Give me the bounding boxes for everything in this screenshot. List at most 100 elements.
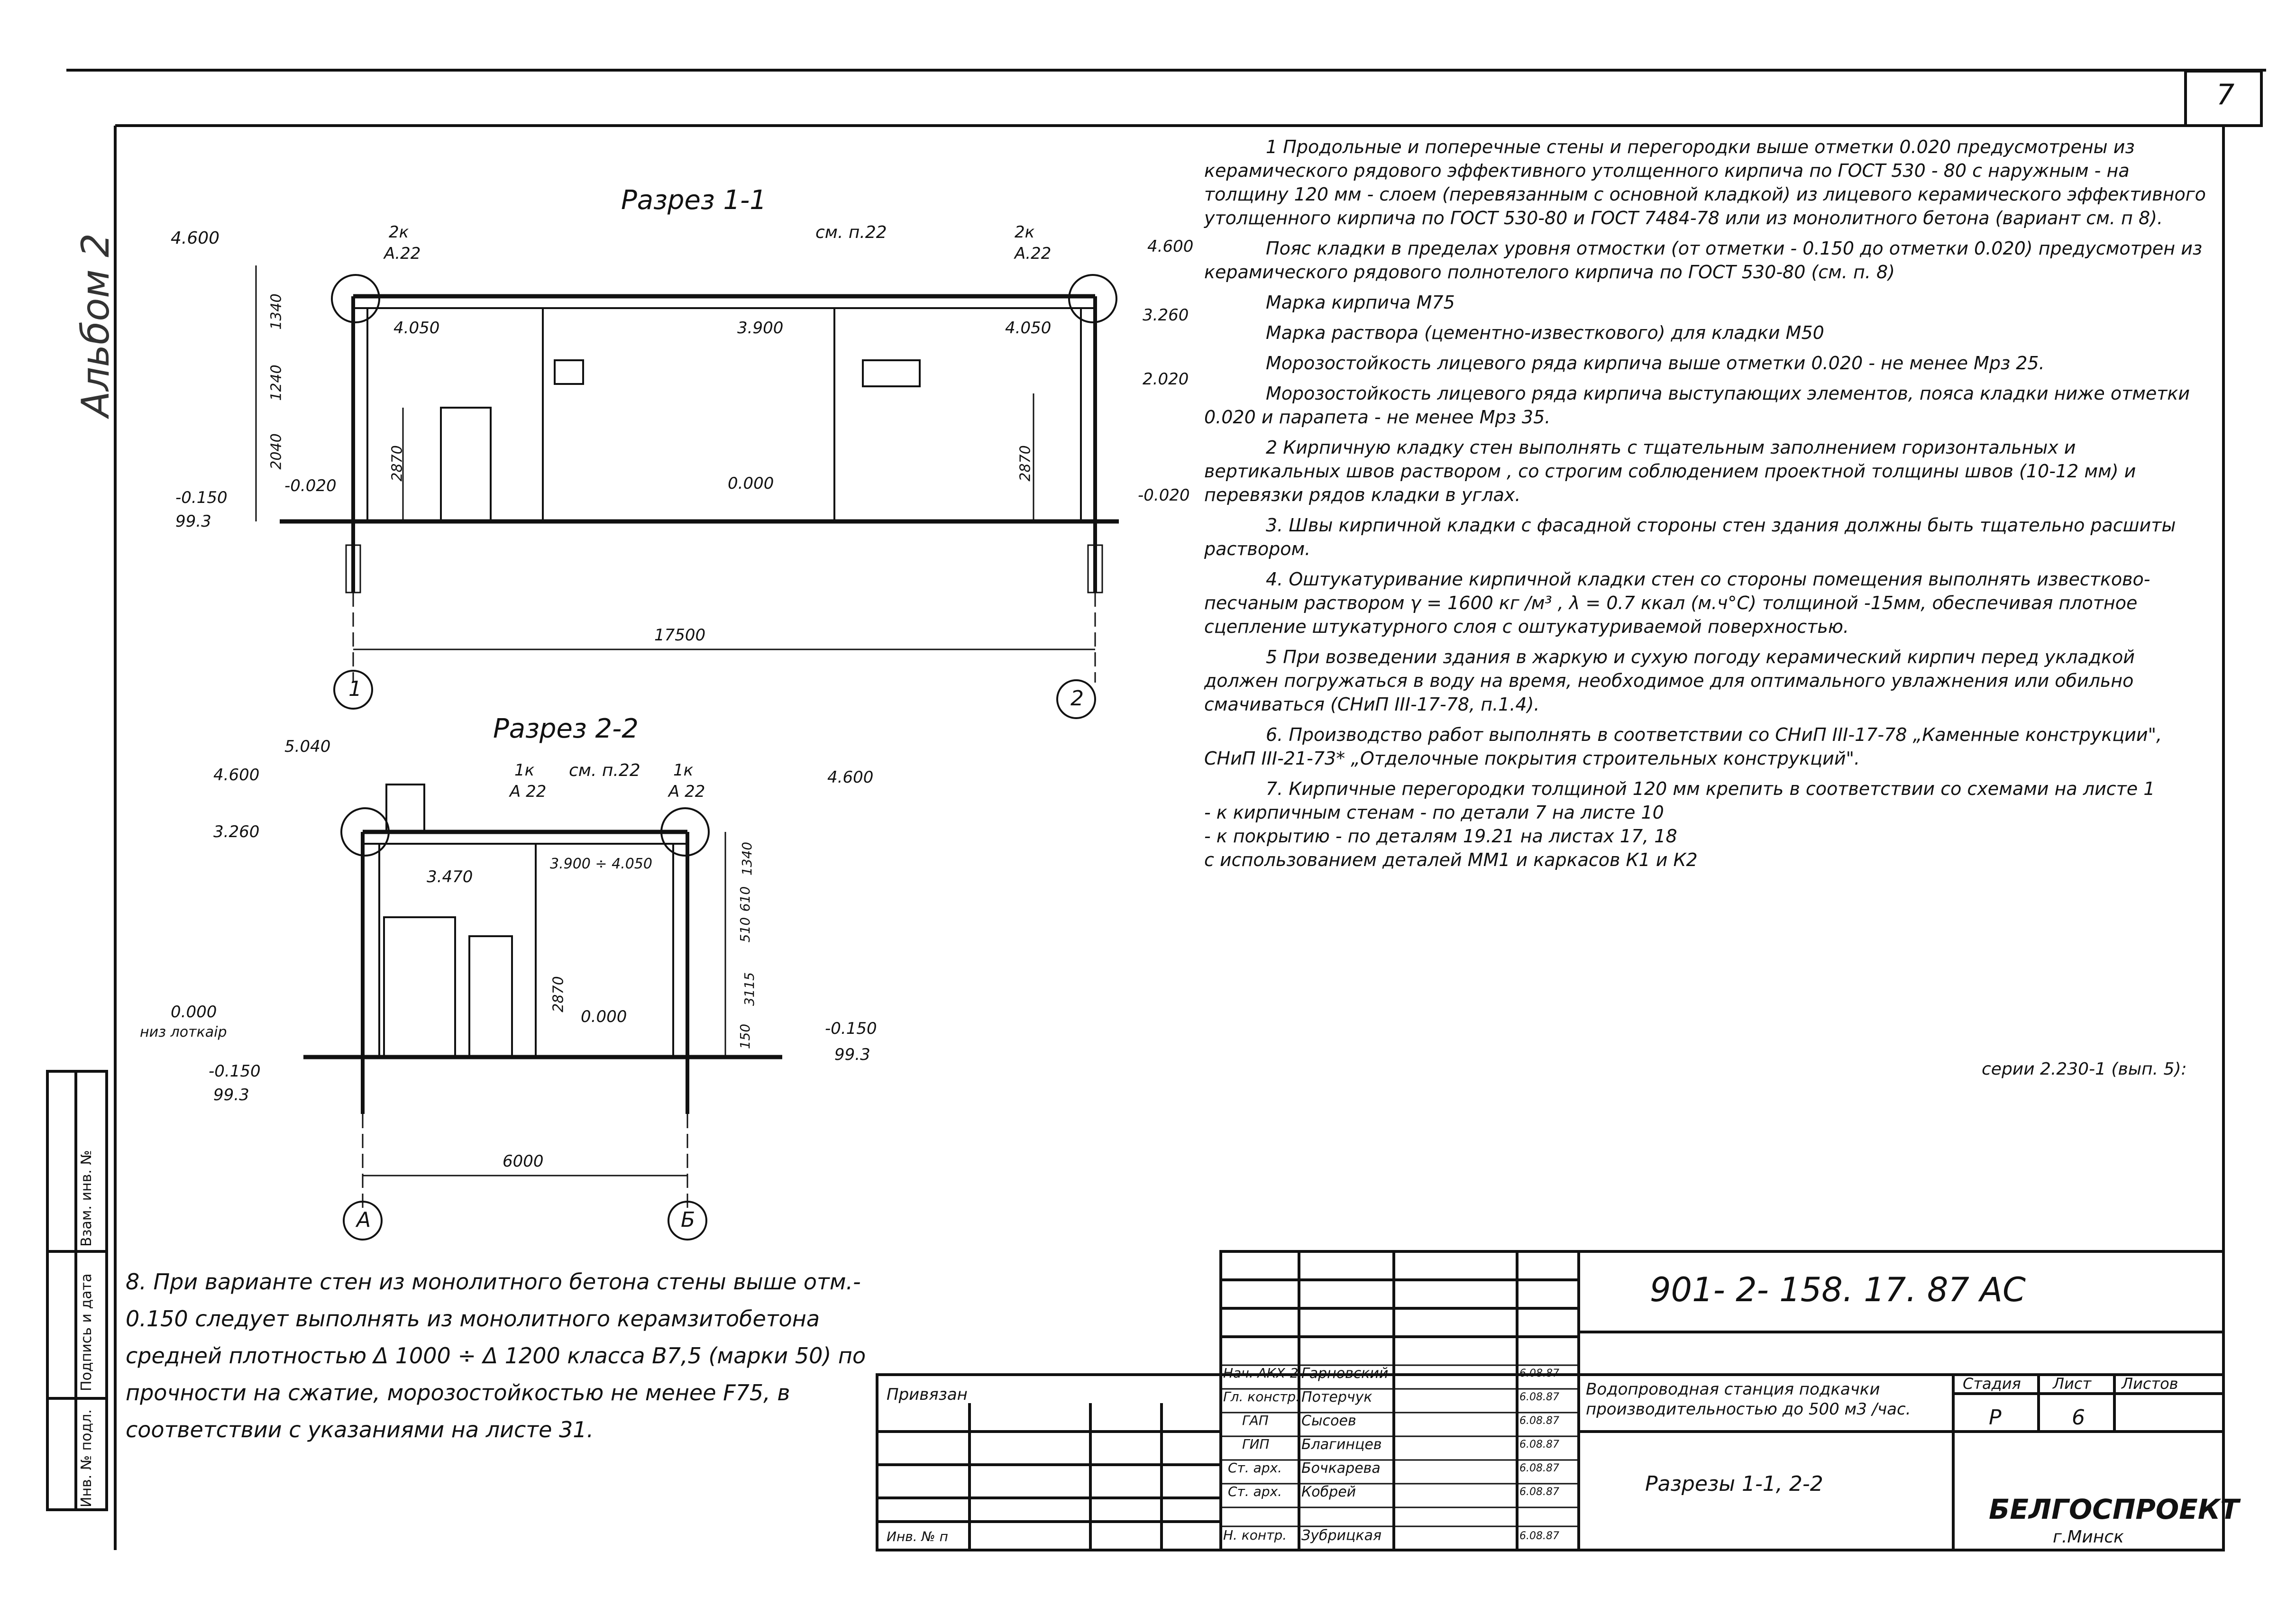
s1-node-a22-left: А.22 (384, 244, 421, 263)
s1-axis-1: 1 (348, 677, 362, 701)
stage-label: Стадия (1963, 1375, 2021, 1393)
s2-elev-3900-4050: 3.900 ÷ 4.050 (550, 856, 652, 872)
s1-dim-1240: 1240 (268, 365, 285, 401)
s1-dim-1340: 1340 (268, 293, 285, 330)
sheet-label: Лист (2053, 1375, 2092, 1393)
s2-elev-4600-right: 4.600 (827, 768, 874, 787)
tied-label: Привязан (887, 1385, 968, 1404)
note-7: 7. Кирпичные перегородки толщиной 120 мм… (1266, 778, 2155, 799)
s2-elev-5040: 5.040 (284, 737, 331, 756)
s2-elev-993-right: 99.3 (834, 1045, 870, 1064)
s2-dim-2870: 2870 (550, 976, 567, 1013)
section-2-2-title: Разрез 2-2 (493, 713, 639, 744)
signer-role: ГИП (1242, 1436, 1270, 1452)
s1-elev-993: 99.3 (175, 512, 211, 531)
s1-dim-17500: 17500 (654, 626, 706, 645)
s1-elev-2020: 2.020 (1143, 370, 1189, 389)
side-inv-no: Инв. № подл. (78, 1409, 95, 1507)
signer-name: Потерчук (1301, 1389, 1372, 1405)
note-7-parts: с использованием деталей ММ1 и каркасов … (1204, 849, 1698, 870)
note-8: 8. При варианте стен из монолитного бето… (126, 1269, 866, 1442)
s2-node-1k-right: 1к (673, 761, 694, 780)
signer-name: Благинцев (1301, 1436, 1382, 1453)
signer-date: 6.08.87 (1519, 1530, 1559, 1542)
note-1-belt: Пояс кладки в пределах уровня отмостки (… (1204, 238, 2203, 283)
side-replace-inv: Взам. инв. № (78, 1150, 95, 1247)
s2-elev-0150-right: -0.150 (825, 1019, 877, 1038)
signer-role: Гл. констр. (1223, 1389, 1300, 1405)
general-notes: 1 Продольные и поперечные стены и перего… (1204, 135, 2209, 872)
note-5: 5 При возведении здания в жаркую и сухую… (1204, 647, 2135, 715)
section-1-1-title: Разрез 1-1 (621, 185, 767, 216)
s2-dim-1340: 1340 (739, 841, 755, 876)
note-4: 4. Оштукатуривание кирпичной кладки стен… (1204, 569, 2150, 637)
s1-elev-3900: 3.900 (737, 319, 784, 338)
s1-dim-2040: 2040 (268, 433, 285, 470)
s2-tray-bottom: низ лоткаiр (140, 1024, 227, 1040)
s2-dim-510: 510 (737, 917, 753, 943)
signer-name: Кобрей (1301, 1484, 1356, 1500)
signer-name: Зубрицкая (1301, 1527, 1381, 1544)
note-1: 1 Продольные и поперечные стены и перего… (1204, 137, 2206, 228)
s1-elev-3260: 3.260 (1143, 306, 1189, 325)
s1-elev-0150: -0.150 (175, 488, 228, 507)
section-1-1-drawing (255, 265, 1119, 719)
s2-elev-0150-left: -0.150 (209, 1062, 261, 1081)
s1-dim-2870-right: 2870 (1017, 445, 1034, 482)
signer-name: Бочкарева (1301, 1460, 1381, 1477)
s1-node-2k-right: 2к (1015, 223, 1035, 242)
stage-value: Р (1989, 1405, 2002, 1430)
s1-elev-4600-left: 4.600 (171, 228, 220, 248)
signer-date: 6.08.87 (1519, 1462, 1559, 1474)
signer-role: Ст. арх. (1228, 1484, 1282, 1499)
sheet-title: Разрезы 1-1, 2-2 (1645, 1472, 1823, 1496)
s2-elev-3260: 3.260 (213, 822, 260, 841)
note-7-roof: - к покрытию - по деталям 19.21 на листа… (1204, 826, 1677, 847)
signer-date: 6.08.87 (1519, 1439, 1559, 1451)
sheets-label: Листов (2122, 1375, 2178, 1393)
s2-dim-150: 150 (737, 1023, 753, 1049)
s2-dim-6000: 6000 (503, 1152, 544, 1171)
s2-elev-4600-left: 4.600 (213, 766, 260, 785)
note-2: 2 Кирпичную кладку стен выполнять с тщат… (1204, 437, 2136, 505)
note-7-walls: - к кирпичным стенам - по детали 7 на ли… (1204, 802, 1664, 823)
s1-elev-0020-left: -0.020 (284, 476, 337, 495)
note-7-series: серии 2.230-1 (вып. 5): (1982, 1059, 2187, 1079)
signer-role: Ст. арх. (1228, 1460, 1282, 1476)
signer-date: 6.08.87 (1519, 1391, 1559, 1403)
signer-name: Гарновский (1301, 1365, 1389, 1382)
s2-axis-a: А (357, 1208, 371, 1232)
s2-dim-3115: 3115 (741, 972, 758, 1006)
s2-elev-993-left: 99.3 (213, 1086, 249, 1104)
note-3: 3. Швы кирпичной кладки с фасадной сторо… (1204, 515, 2176, 559)
signer-role: Н. контр. (1223, 1527, 1287, 1543)
side-sign-date: Подпись и дата (78, 1273, 95, 1392)
signer-role: Нач. АКХ-2 (1223, 1365, 1299, 1381)
doc-code: 901- 2- 158. 17. 87 АС (1650, 1270, 2026, 1309)
s1-elev-4050-left: 4.050 (393, 319, 440, 338)
note-frost-25: Морозостойкость лицевого ряда кирпича вы… (1266, 353, 2045, 374)
s2-node-a22-right: А 22 (668, 782, 705, 801)
note-brick-grade: Марка кирпича М75 (1266, 292, 1455, 313)
signer-date: 6.08.87 (1519, 1415, 1559, 1427)
album-note: Альбом 2 (73, 233, 118, 417)
sheet-number: 7 (2216, 78, 2235, 111)
s2-dim-610: 610 (737, 886, 753, 912)
s1-elev-0020-right: -0.020 (1138, 486, 1190, 505)
s1-elev-0000: 0.000 (728, 474, 774, 493)
signer-name: Сысоев (1301, 1413, 1356, 1429)
org-name: БЕЛГОСПРОЕКТ (1989, 1493, 2239, 1525)
s1-node-a22-right: А.22 (1015, 244, 1052, 263)
s1-elev-4050-right: 4.050 (1005, 319, 1052, 338)
note-frost-35: Морозостойкость лицевого ряда кирпича вы… (1204, 383, 2190, 428)
note-6: 6. Производство работ выполнять в соотве… (1204, 724, 2162, 769)
signer-role: ГАП (1242, 1413, 1269, 1428)
object-name: Водопроводная станция подкачки производи… (1586, 1380, 1911, 1419)
s2-see-p22: см. п.22 (569, 761, 640, 780)
title-block (876, 1250, 2225, 1551)
signer-date: 6.08.87 (1519, 1486, 1559, 1498)
s2-elev-0000-left: 0.000 (171, 1003, 217, 1022)
s1-elev-4600-right: 4.600 (1147, 237, 1194, 256)
s2-node-a22-left: А 22 (510, 782, 547, 801)
